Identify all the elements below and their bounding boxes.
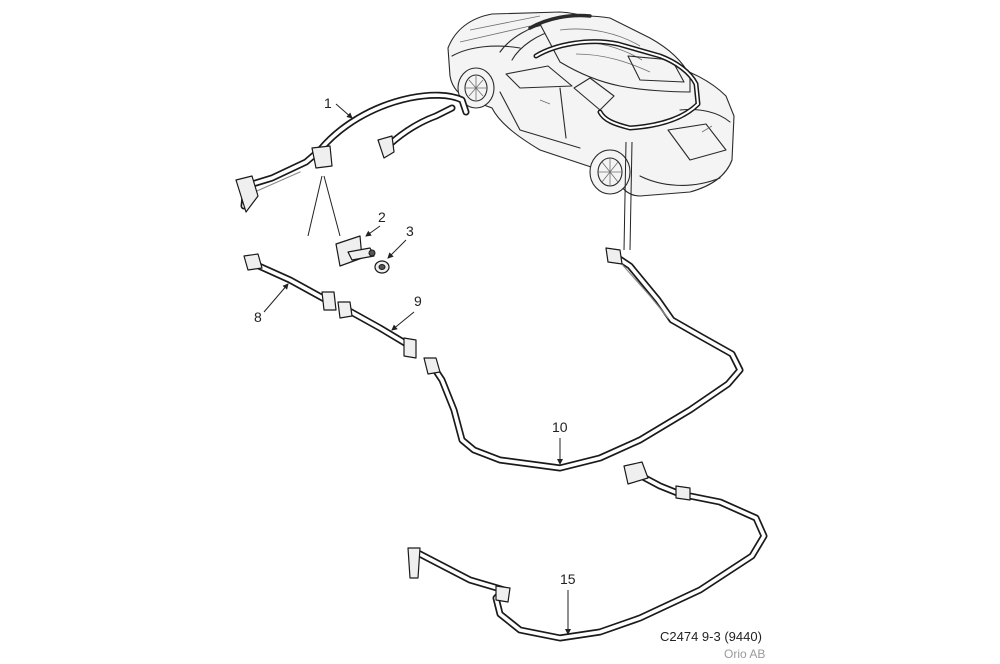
diagram-owner: Orio AB bbox=[724, 647, 766, 661]
callout-1-label: 1 bbox=[324, 95, 332, 111]
part-1-windshield-seal bbox=[235, 91, 470, 213]
part-9-side-seal bbox=[337, 301, 417, 359]
diagram-reference-code: C2474 9-3 (9440) bbox=[660, 629, 762, 644]
part-1-2-pointer bbox=[307, 175, 341, 237]
callout-8-label: 8 bbox=[254, 309, 262, 325]
callout-9: 9 bbox=[391, 293, 422, 331]
callout-1: 1 bbox=[324, 95, 353, 119]
callout-8: 8 bbox=[254, 283, 289, 325]
car-seal-pointer bbox=[623, 141, 633, 251]
callout-10-label: 10 bbox=[552, 419, 568, 435]
callout-3-label: 3 bbox=[406, 223, 414, 239]
part-3-nut bbox=[374, 260, 390, 274]
car-illustration bbox=[447, 11, 735, 197]
part-15-tonneau-seal bbox=[407, 461, 768, 642]
part-10-rear-seal bbox=[423, 247, 744, 472]
callout-15: 15 bbox=[560, 571, 576, 635]
part-2-clip bbox=[335, 235, 376, 267]
callout-9-label: 9 bbox=[414, 293, 422, 309]
callout-15-label: 15 bbox=[560, 571, 576, 587]
callout-10: 10 bbox=[552, 419, 568, 465]
part-8-side-seal bbox=[243, 253, 337, 311]
callout-2-label: 2 bbox=[378, 209, 386, 225]
callout-3: 3 bbox=[387, 223, 414, 259]
callout-2: 2 bbox=[365, 209, 386, 237]
